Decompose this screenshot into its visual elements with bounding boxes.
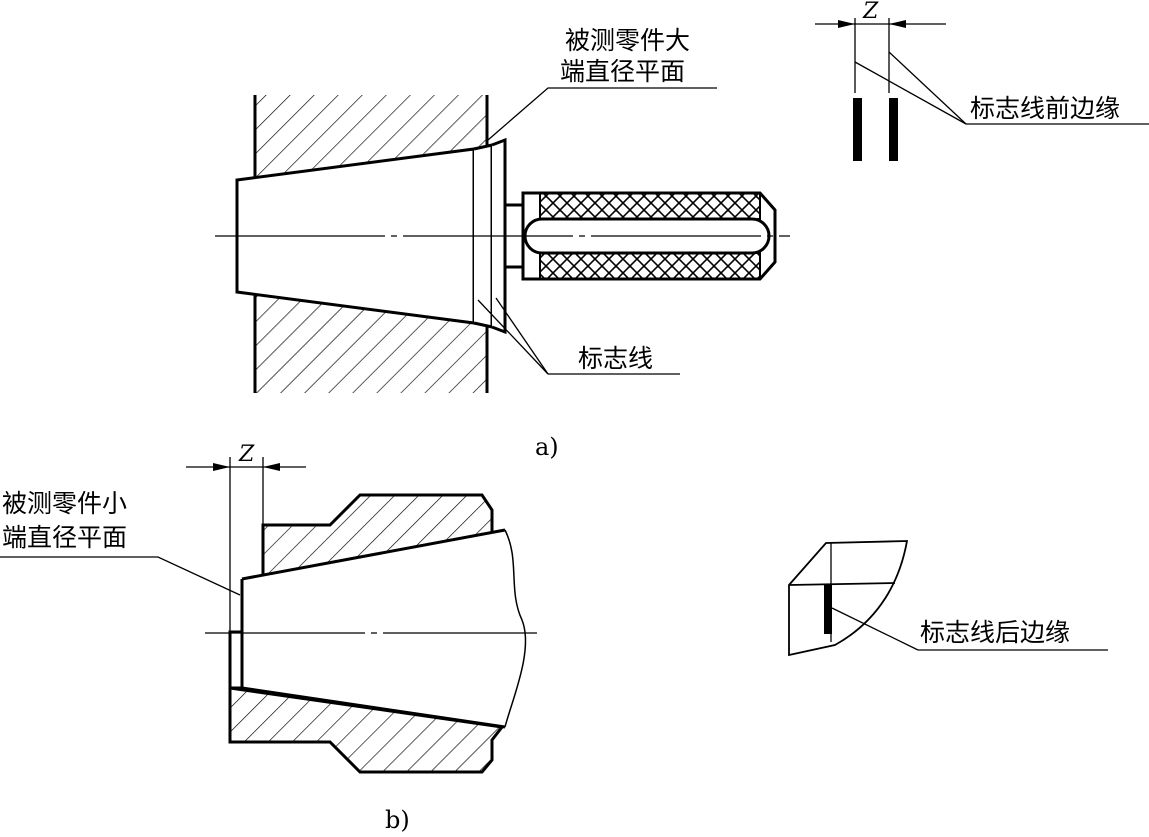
caption-b: b) [385,806,410,834]
figure-a-drawing [215,18,1149,393]
taper-gauge-body-b [242,530,526,727]
label-small-end-line1: 被测零件小 [2,489,128,518]
rear-edge-detail [788,540,1108,657]
leader-large-end [487,87,717,141]
front-edge-detail [815,18,1149,161]
dimension-z-b: Z [239,442,255,467]
label-rear-edge: 标志线后边缘 [920,618,1071,647]
label-large-end-line1: 被测零件大 [565,26,691,55]
part-wall-upper [255,95,487,180]
leader-small-end [0,556,241,596]
label-mark-line: 标志线 [578,344,654,373]
label-large-end-line2: 端直径平面 [560,57,686,86]
label-front-edge: 标志线前边缘 [970,94,1121,123]
caption-a: a) [535,433,559,461]
label-small-end-line2: 端直径平面 [2,523,128,552]
dimension-z-a: Z [863,0,879,24]
figure-b-drawing [0,457,1108,774]
part-body-lower [228,686,505,774]
